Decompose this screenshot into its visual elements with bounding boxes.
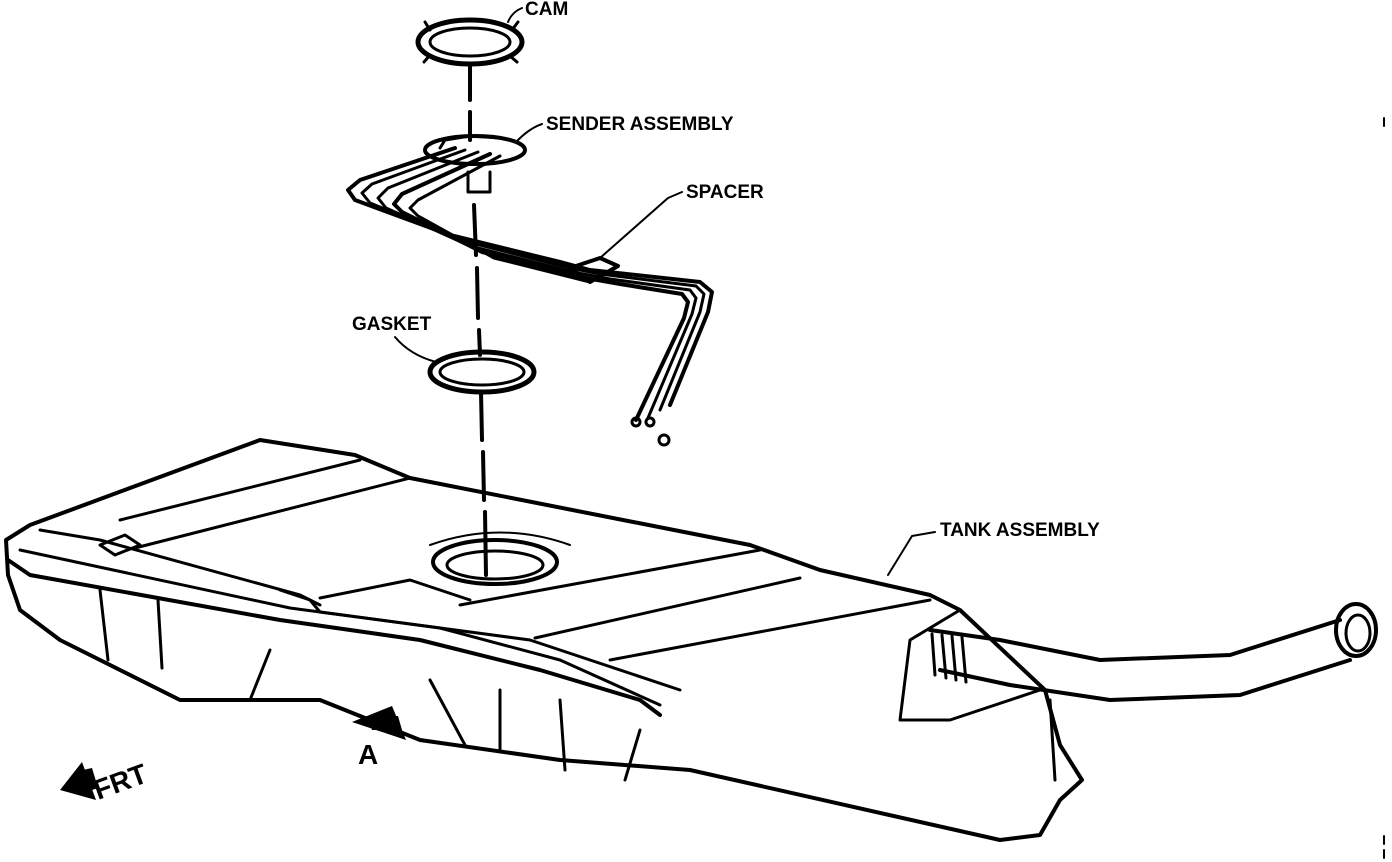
front-arrow-icon [60, 762, 98, 800]
sender-assembly-leader-line [517, 123, 543, 141]
gasket-label: GASKET [352, 314, 432, 335]
cam-label: CAM [525, 0, 568, 20]
gasket-part [427, 349, 537, 395]
filler-neck-part [928, 602, 1378, 702]
sender-assembly-label: SENDER ASSEMBLY [546, 114, 734, 135]
sender-assembly-part [346, 134, 714, 447]
cam-leader-line [507, 7, 523, 23]
tank-assembly-label: TANK ASSEMBLY [940, 520, 1100, 541]
front-label: FRT [89, 758, 151, 806]
tank-assembly-leader-line [887, 531, 936, 576]
spacer-leader-line [599, 191, 683, 259]
view-arrow-icon [352, 706, 406, 740]
spacer-label: SPACER [686, 182, 764, 203]
view-a-label: A [358, 739, 378, 770]
gasket-leader-line [394, 336, 437, 363]
spacer-part [568, 256, 620, 284]
cam-part [415, 17, 525, 67]
tank-assembly-part [4, 438, 1084, 842]
assembly-axis-line [468, 64, 488, 577]
